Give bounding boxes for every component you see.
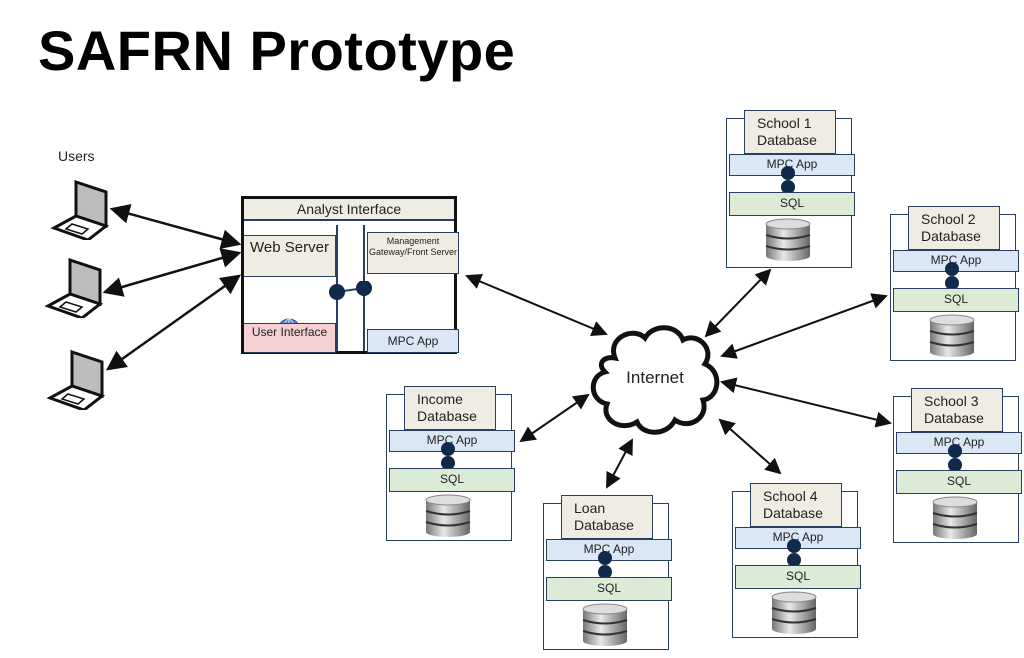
arrow-internet-school4	[718, 418, 782, 475]
database-cylinder-icon	[425, 494, 471, 537]
connector-dot	[948, 458, 962, 472]
arrow-analyst-internet	[465, 274, 608, 336]
connector-dot	[787, 539, 801, 553]
web-server-box: Web Server	[244, 235, 336, 277]
database-name-line1: School 4	[763, 488, 818, 504]
database-name-line1: School 1	[757, 115, 812, 131]
connector-dot	[945, 276, 959, 290]
connector-dot	[441, 456, 455, 470]
analyst-interface-box: Analyst Interface Web Server User Interf…	[241, 196, 459, 354]
web-server-column: Web Server User Interface	[244, 225, 338, 353]
database-name-line2: Database	[924, 410, 984, 426]
database-name-line1: School 2	[921, 211, 976, 227]
database-cylinder-icon	[932, 496, 978, 539]
database-name-line2: Database	[757, 132, 817, 148]
database-name-line2: Database	[574, 517, 634, 533]
connector-dot	[781, 166, 795, 180]
sql-box: SQL	[546, 577, 672, 601]
mpc-app-box: MPC App	[893, 250, 1019, 272]
connector-dot	[441, 442, 455, 456]
laptop-icon	[44, 257, 104, 318]
database-cylinder-icon	[765, 218, 811, 261]
database-cylinder-icon	[582, 603, 628, 646]
database-cylinder-icon	[771, 591, 817, 634]
laptop-icon	[46, 349, 106, 410]
database-cylinder-icon	[929, 314, 975, 357]
connector-link	[329, 281, 372, 300]
connector-dot	[598, 551, 612, 565]
arrow-user1-webserver	[109, 204, 242, 249]
sql-box: SQL	[896, 470, 1022, 494]
user-interface-box: User Interface	[244, 323, 336, 353]
gateway-column: Management Gateway/Front Server MPC App	[363, 225, 459, 353]
connector-dot	[948, 444, 962, 458]
sql-box: SQL	[893, 288, 1019, 312]
users-label: Users	[58, 148, 95, 164]
arrow-internet-school2	[720, 293, 888, 359]
analyst-interface-header: Analyst Interface	[244, 199, 454, 221]
connector-dot	[945, 262, 959, 276]
sql-box: SQL	[735, 565, 861, 589]
arrow-user2-webserver	[102, 248, 242, 297]
laptop-icon	[50, 179, 110, 240]
mpc-app-box: MPC App	[389, 430, 515, 452]
slide-title: SAFRN Prototype	[38, 19, 516, 82]
sql-box: SQL	[389, 468, 515, 492]
arrow-internet-loan	[606, 438, 633, 489]
analyst-mpc-app-box: MPC App	[367, 329, 459, 353]
database-name-line1: School 3	[924, 393, 979, 409]
arrow-internet-income	[519, 393, 590, 443]
management-gateway-box: Management Gateway/Front Server	[367, 232, 459, 274]
arrow-user3-webserver	[105, 274, 242, 371]
cloud-icon	[590, 325, 720, 435]
mpc-app-box: MPC App	[896, 432, 1022, 454]
connector-dot	[781, 180, 795, 194]
database-name-line1: Income	[417, 391, 463, 407]
sql-box: SQL	[729, 192, 855, 216]
arrow-internet-school3	[720, 377, 892, 428]
database-name-line2: Database	[417, 408, 477, 424]
connector-dot	[598, 565, 612, 579]
connector-dot	[787, 553, 801, 567]
internet-label: Internet	[626, 368, 684, 387]
database-name-line2: Database	[763, 505, 823, 521]
database-name-line1: Loan	[574, 500, 606, 516]
database-name-line2: Database	[921, 228, 981, 244]
